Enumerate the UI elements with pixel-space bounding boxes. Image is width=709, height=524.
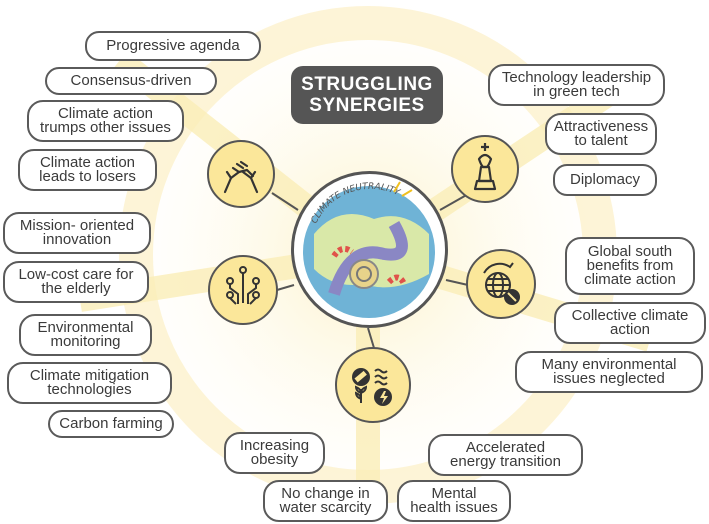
hub-health-energy (335, 347, 411, 423)
hub-circuit (208, 255, 278, 325)
label-technology-leadership: Technology leadership in green tech (488, 64, 665, 106)
label-collective-climate-action: Collective climate action (554, 302, 706, 344)
page-title: STRUGGLING SYNERGIES (291, 66, 443, 124)
handshake-icon (223, 160, 259, 194)
climate-neutrality-illustration: CLIMATE NEUTRALITY (291, 171, 448, 328)
label-global-south-benefits: Global south benefits from climate actio… (565, 237, 695, 295)
label-attractiveness-to-talent: Attractiveness to talent (545, 113, 657, 155)
label-climate-mitigation-technologies: Climate mitigation technologies (7, 362, 172, 404)
label-accelerated-energy-transition: Accelerated energy transition (428, 434, 583, 476)
label-mission-oriented-innovation: Mission- oriented innovation (3, 212, 151, 254)
circuit-icon (226, 266, 260, 305)
hub-handshake (207, 140, 275, 208)
label-increasing-obesity: Increasing obesity (224, 432, 325, 474)
label-climate-action-trumps: Climate action trumps other issues (27, 100, 184, 142)
label-low-cost-care: Low-cost care for the elderly (3, 261, 149, 303)
label-no-change-water-scarcity: No change in water scarcity (263, 480, 388, 522)
globe-icon (483, 262, 520, 305)
hub-chess (451, 135, 519, 203)
label-progressive-agenda: Progressive agenda (85, 31, 261, 61)
hub-globe (466, 249, 536, 319)
label-consensus-driven: Consensus-driven (45, 67, 217, 95)
label-climate-action-losers: Climate action leads to losers (18, 149, 157, 191)
health-energy-icon (352, 368, 392, 406)
label-carbon-farming: Carbon farming (48, 410, 174, 438)
label-environmental-issues-neglected: Many environmental issues neglected (515, 351, 703, 393)
chess-king-icon (473, 143, 497, 191)
label-environmental-monitoring: Environmental monitoring (19, 314, 152, 356)
label-diplomacy: Diplomacy (553, 164, 657, 196)
label-mental-health-issues: Mental health issues (397, 480, 511, 522)
